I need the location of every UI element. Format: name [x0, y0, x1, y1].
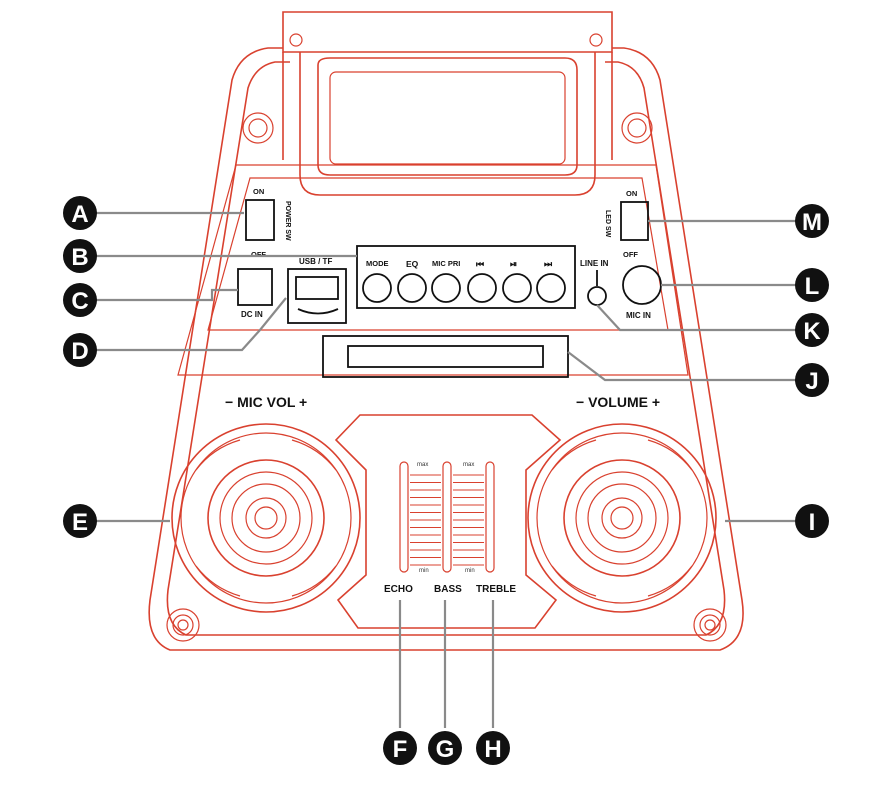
badge-l: L: [795, 268, 829, 302]
eq-label: EQ: [406, 259, 419, 269]
power-off-label: OFF: [251, 250, 266, 259]
play-pause-button[interactable]: [502, 273, 532, 303]
line-in-label: LINE IN: [580, 259, 609, 268]
mic-vol-knob[interactable]: [171, 423, 361, 613]
badge-c: C: [63, 283, 97, 317]
badge-f: F: [383, 731, 417, 765]
badge-i: I: [795, 504, 829, 538]
play-pause-label: ⏯: [510, 259, 517, 269]
control-panel: ON OFF POWER SW ON OFF LED SW DC IN USB …: [237, 187, 662, 378]
echo-min-label: min: [419, 568, 429, 574]
usb-tf-slot[interactable]: [287, 268, 347, 324]
svg-text:M: M: [802, 209, 822, 236]
svg-text:H: H: [484, 736, 501, 763]
mic-in-jack[interactable]: [622, 265, 662, 305]
mode-button[interactable]: [362, 273, 392, 303]
power-switch[interactable]: [245, 199, 275, 241]
led-on-label: ON: [626, 189, 637, 198]
svg-text:F: F: [393, 736, 408, 763]
svg-text:E: E: [72, 509, 88, 536]
badge-m: M: [795, 204, 829, 238]
mic-in-label: MIC IN: [626, 311, 651, 320]
line-in-jack[interactable]: [587, 286, 607, 306]
badges: A B C D E F G H I J K L M: [63, 196, 829, 765]
badge-j: J: [795, 363, 829, 397]
echo-slider[interactable]: [399, 461, 409, 573]
slider-scale: [410, 474, 484, 566]
led-switch[interactable]: [620, 201, 649, 241]
eq-button[interactable]: [397, 273, 427, 303]
badge-a: A: [63, 196, 97, 230]
treble-slider[interactable]: [485, 461, 495, 573]
handle: [282, 11, 613, 196]
badge-d: D: [63, 333, 97, 367]
prev-button[interactable]: [467, 273, 497, 303]
svg-text:J: J: [805, 368, 818, 395]
mode-label: MODE: [366, 259, 389, 268]
bass-slider[interactable]: [442, 461, 452, 573]
volume-knob[interactable]: [527, 423, 717, 613]
badge-k: K: [795, 313, 829, 347]
dc-in-label: DC IN: [241, 310, 263, 319]
badge-b: B: [63, 239, 97, 273]
bass-label: BASS: [434, 584, 462, 595]
treble-label: TREBLE: [476, 584, 516, 595]
badge-e: E: [63, 504, 97, 538]
display-window: [322, 335, 569, 378]
mic-pri-button[interactable]: [431, 273, 461, 303]
svg-text:C: C: [71, 288, 88, 315]
next-button[interactable]: [536, 273, 566, 303]
volume-label: − VOLUME +: [576, 394, 660, 410]
next-label: ⏭: [544, 259, 553, 269]
power-sw-label: POWER SW: [284, 201, 291, 241]
treble-max-label: max: [463, 462, 474, 468]
echo-label: ECHO: [384, 584, 413, 595]
badge-g: G: [428, 731, 462, 765]
echo-max-label: max: [417, 462, 428, 468]
lower-panel: − MIC VOL + − VOLUME +: [171, 394, 717, 629]
svg-text:K: K: [803, 318, 821, 345]
svg-text:G: G: [436, 736, 455, 763]
speaker-body: [148, 47, 744, 651]
svg-text:A: A: [71, 201, 88, 228]
mic-vol-label: − MIC VOL +: [225, 394, 307, 410]
eq-sliders: max max min min: [399, 461, 495, 574]
badge-h: H: [476, 731, 510, 765]
svg-text:B: B: [71, 244, 88, 271]
led-off-label: OFF: [623, 250, 638, 259]
usb-tf-label: USB / TF: [299, 257, 332, 266]
leader-lines: [96, 211, 796, 728]
svg-text:L: L: [805, 273, 820, 300]
button-panel: [356, 245, 576, 309]
svg-text:D: D: [71, 338, 88, 365]
treble-min-label: min: [465, 568, 475, 574]
power-on-label: ON: [253, 187, 264, 196]
dc-in-port[interactable]: [237, 268, 273, 306]
led-sw-label: LED SW: [604, 210, 611, 238]
mic-pri-label: MIC PRI: [432, 259, 460, 268]
prev-label: ⏮: [476, 259, 484, 269]
svg-text:I: I: [809, 509, 816, 536]
